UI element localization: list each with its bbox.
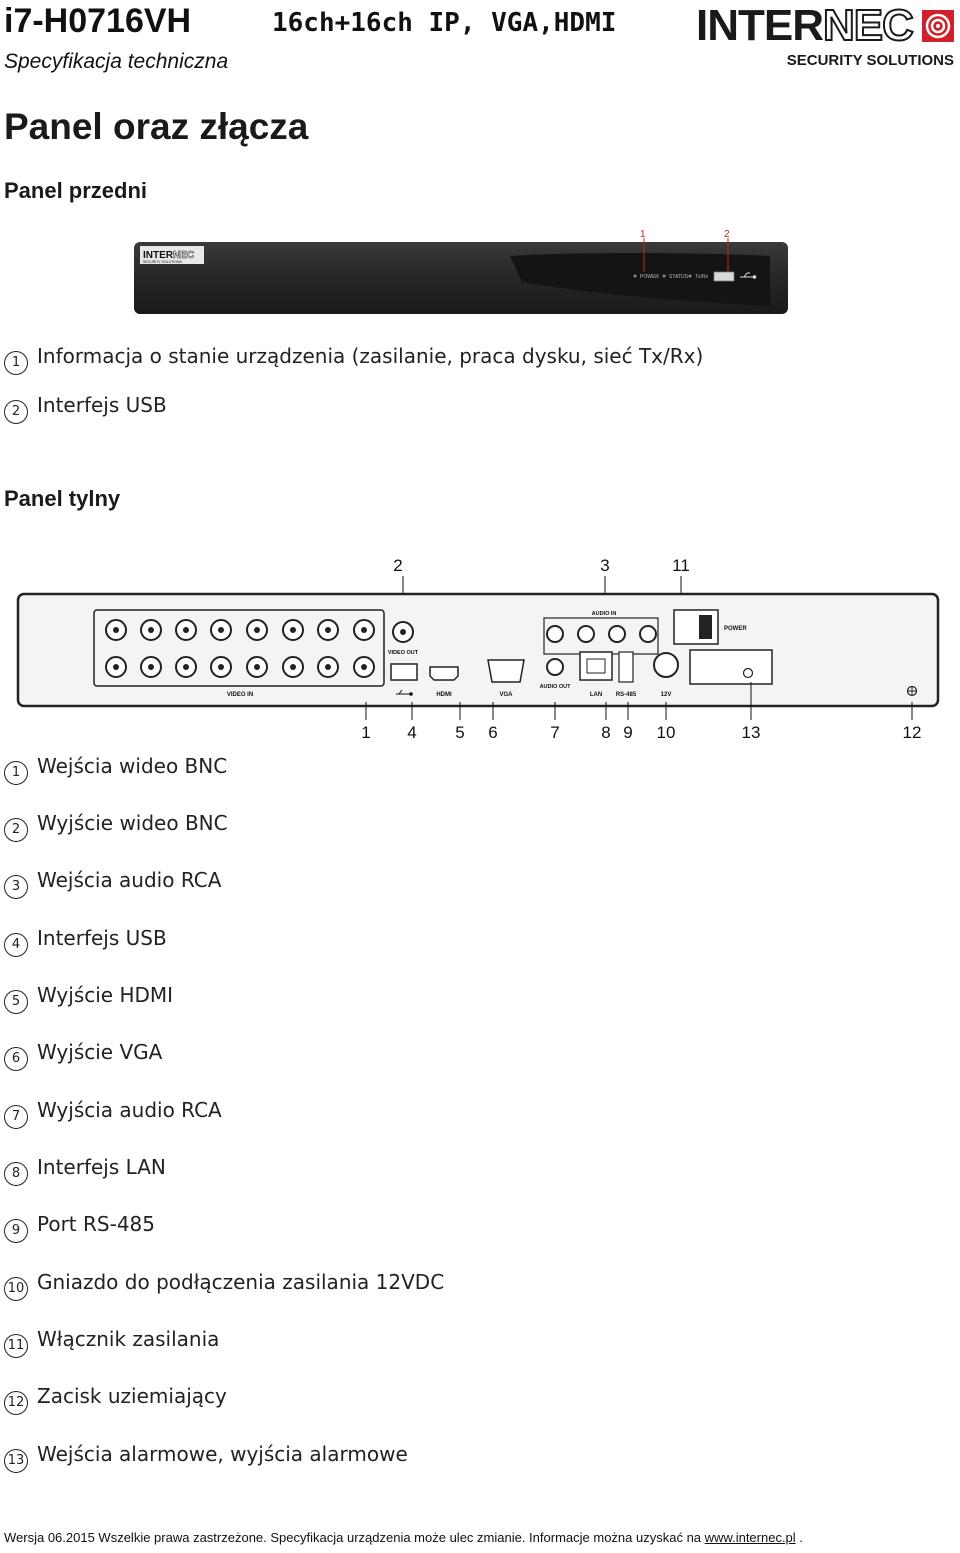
label-vga: VGA <box>499 692 513 698</box>
power-12v-socket <box>653 652 679 678</box>
rear-callout-top-11: 11 <box>672 556 690 575</box>
label-video-out: VIDEO OUT <box>388 650 419 656</box>
rear-callout-7: 7 <box>550 723 559 742</box>
rear-panel-heading: Panel tylny <box>4 486 121 511</box>
rear-usb-icon <box>396 689 413 696</box>
footer-text: Wersja 06.2015 Wszelkie prawa zastrzeżon… <box>4 1530 705 1545</box>
rear-callout-8: 8 <box>601 723 610 742</box>
rs485-terminal <box>618 651 634 683</box>
audio-in-rca-connectors <box>546 625 657 643</box>
rear-callout-6: 6 <box>488 723 497 742</box>
label-power: POWER <box>724 626 747 632</box>
alarm-screw <box>742 667 754 679</box>
hdmi-port <box>429 666 459 681</box>
model-number: i7-H0716VH <box>4 2 192 40</box>
footer-end: . <box>795 1530 803 1545</box>
label-lan: LAN <box>590 692 602 698</box>
label-12v: 12V <box>661 692 672 698</box>
document-subtitle: Specyfikacja techniczna <box>4 50 229 73</box>
label-audio-out: AUDIO OUT <box>540 684 572 690</box>
label-audio-in: AUDIO IN <box>592 611 617 617</box>
front-usb-port <box>713 271 735 282</box>
led-label-status: STATUS <box>669 274 689 280</box>
device-logo-tagline: SECURITY SOLUTIONS <box>143 260 182 264</box>
front-callout-1: 1 <box>640 229 646 240</box>
brand-logo: INTERNEC SECURITY SOLUTIONS <box>696 1 958 70</box>
brand-logo-text: INTERNEC <box>696 1 915 50</box>
model-channels: 16ch+16ch IP, VGA,HDMI <box>272 8 617 38</box>
front-usb-icon <box>740 272 757 279</box>
rear-usb-port <box>390 663 418 681</box>
alarm-io-block <box>689 649 773 685</box>
rear-callout-5: 5 <box>455 723 464 742</box>
rear-callout-10: 10 <box>657 723 676 742</box>
led-status-icon <box>662 274 666 278</box>
front-callout-2: 2 <box>724 229 730 240</box>
device-logo-plate <box>140 246 204 264</box>
led-txrx-icon <box>688 274 692 278</box>
brand-logo-tagline: SECURITY SOLUTIONS <box>786 52 954 69</box>
page-title: Panel oraz złącza <box>4 106 309 147</box>
front-panel-bezel <box>510 253 770 306</box>
led-label-power: POWER <box>640 274 659 280</box>
device-logo-text: INTERNEC <box>143 250 194 261</box>
rear-panel-image: 2 3 11 VIDEO IN VIDEO OUT HDMI VGA AUDIO… <box>16 556 940 742</box>
front-panel-heading: Panel przedni <box>4 178 148 203</box>
video-in-block <box>93 609 385 687</box>
audio-out-rca <box>546 658 564 676</box>
brand-logo-mark-icon <box>922 10 954 42</box>
vga-port <box>487 659 525 683</box>
rear-callout-4: 4 <box>407 723 416 742</box>
footer-link[interactable]: www.internec.pl <box>704 1530 796 1545</box>
rear-callout-13: 13 <box>742 723 761 742</box>
rear-callout-top-2: 2 <box>393 556 402 575</box>
label-video-in: VIDEO IN <box>227 692 253 698</box>
rear-callout-top-3: 3 <box>600 556 609 575</box>
led-power-icon <box>633 274 637 278</box>
rear-callout-9: 9 <box>623 723 632 742</box>
rear-callout-12: 12 <box>903 723 922 742</box>
rear-chassis <box>16 592 940 708</box>
rear-callout-1: 1 <box>361 723 370 742</box>
footer: Wersja 06.2015 Wszelkie prawa zastrzeżon… <box>4 1530 803 1545</box>
label-rs485: RS-485 <box>616 692 637 698</box>
lan-port <box>579 651 613 681</box>
front-panel-image: INTERNEC SECURITY SOLUTIONS POWER STATUS… <box>134 229 788 314</box>
label-hdmi: HDMI <box>436 692 452 698</box>
led-label-txrx: Tx/Rx <box>695 274 709 280</box>
